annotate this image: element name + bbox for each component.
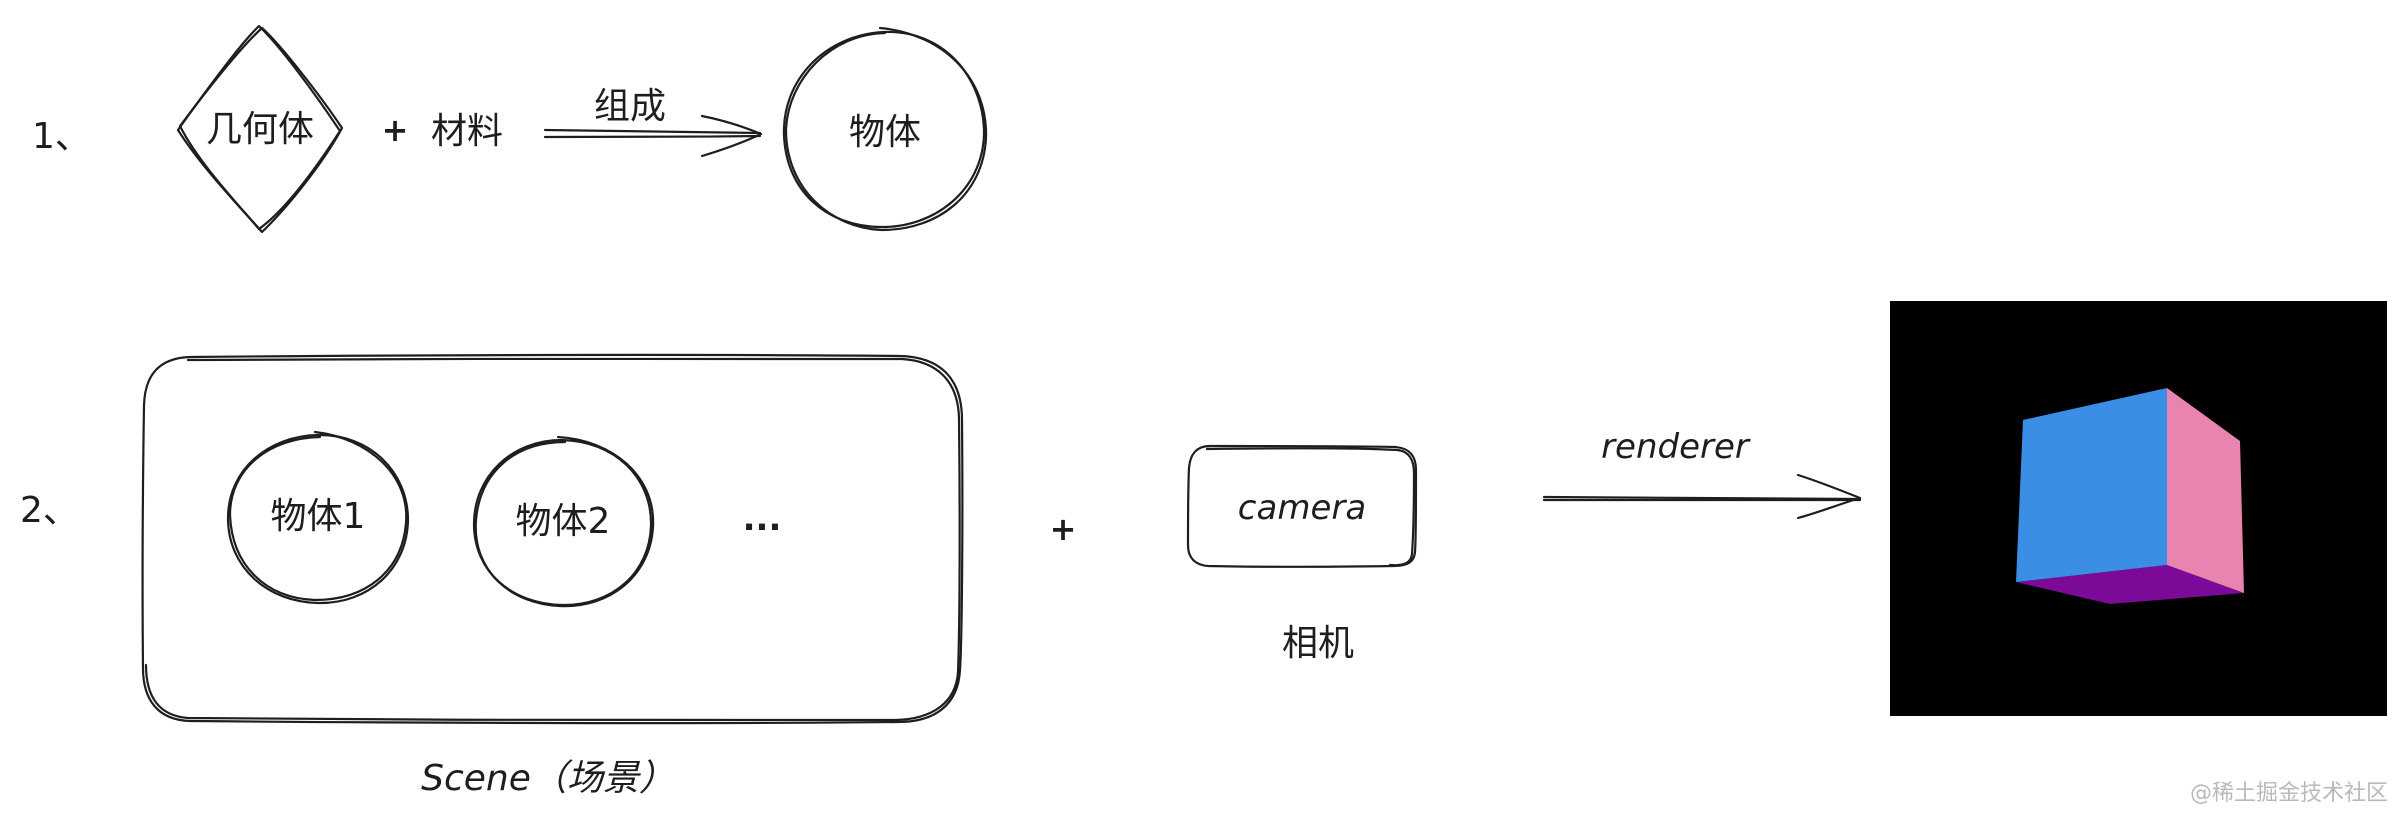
compose-arrow [543,114,763,158]
compose-arrow-label: 组成 [594,86,666,127]
scene-object-1-circle [226,430,410,605]
watermark: @稀土掘金技术社区 [2190,781,2388,806]
camera-caption: 相机 [1282,623,1354,664]
camera-box [1186,444,1418,568]
object-label: 物体 [849,112,921,153]
renderer-arrow [1542,473,1862,520]
scene-object-1-label: 物体1 [271,496,366,537]
step-2-number: 2、 [20,490,79,531]
scene-container [141,353,964,725]
cube-front-face [2016,388,2167,582]
scene-object-2-label: 物体2 [516,501,611,542]
cube-side-face [2167,388,2244,593]
material-label: 材料 [431,111,503,152]
step-1-number: 1、 [32,116,91,157]
renderer-arrow-label: renderer [1601,427,1751,467]
cube-bottom-face [2016,565,2244,604]
scene-ellipsis: ... [743,499,782,539]
scene-caption: Scene（场景） [421,758,675,799]
camera-label: camera [1238,488,1366,528]
render-preview [1890,301,2387,716]
geometry-label: 几何体 [206,109,314,150]
scene-object-2-circle [472,435,655,608]
plus-sign-row1: + [382,111,409,149]
geometry-diamond [176,24,344,234]
plus-sign-row2: + [1050,510,1077,548]
object-circle [782,26,988,232]
